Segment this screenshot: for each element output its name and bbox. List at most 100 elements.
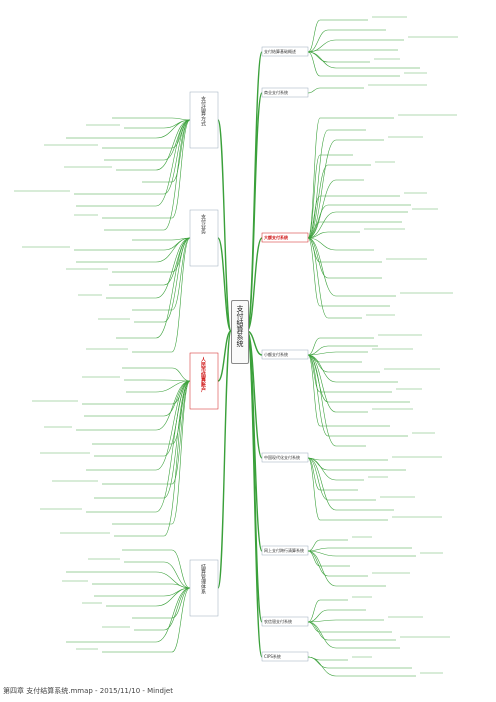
- subtopic-connector: [155, 119, 191, 139]
- subtopic-connector: [307, 139, 337, 239]
- subtopic-connector: [307, 621, 321, 633]
- branch-right-label[interactable]: 小额支付系统: [264, 352, 288, 357]
- subtopic-connector: [307, 457, 321, 491]
- subtopic-connector: [307, 154, 321, 239]
- subtopic-connector: [307, 550, 337, 587]
- subtopic-connector: [307, 550, 337, 557]
- subtopic-connector: [155, 380, 191, 471]
- branch-right-label[interactable]: 网上支付跨行清算系统: [264, 548, 304, 553]
- subtopic-connector: [307, 354, 321, 393]
- subtopic-connector: [171, 367, 191, 382]
- subtopic-connector: [163, 587, 191, 631]
- subtopic-connector: [155, 587, 191, 643]
- topic-box[interactable]: [261, 616, 309, 627]
- subtopic-connector: [307, 351, 337, 356]
- subtopic-connector: [307, 354, 321, 427]
- subtopic-connector: [171, 587, 191, 619]
- subtopic-connector: [171, 380, 191, 525]
- topic-box[interactable]: [261, 232, 309, 243]
- subtopic-connector: [307, 211, 337, 239]
- subtopic-connector: [307, 599, 321, 623]
- subtopic-connector: [307, 237, 321, 307]
- subtopic-connector: [307, 457, 321, 521]
- subtopic-connector: [155, 380, 191, 431]
- subtopic-connector: [307, 237, 337, 251]
- subtopic-connector: [163, 119, 191, 195]
- topic-box[interactable]: [261, 46, 309, 57]
- branch-connector-right: [246, 237, 263, 332]
- subtopic-connector: [307, 29, 329, 53]
- subtopic-connector: [307, 550, 329, 577]
- branch-connector-left: [217, 237, 232, 332]
- footer-file-info: 第四章 支付结算系统.mmap - 2015/11/10 - Mindjet: [3, 687, 173, 695]
- branch-left-label[interactable]: 人民币结算账户: [200, 357, 206, 392]
- central-topic[interactable]: 支付结算系统: [231, 300, 249, 364]
- subtopic-connector: [307, 656, 337, 677]
- branch-connector-right: [246, 92, 263, 332]
- subtopic-connector: [155, 571, 191, 589]
- subtopic-connector: [307, 237, 337, 297]
- subtopic-connector: [171, 117, 191, 121]
- subtopic-connector: [307, 656, 329, 669]
- subtopic-connector: [155, 119, 191, 207]
- subtopic-connector: [307, 354, 337, 383]
- subtopic-connector: [163, 561, 191, 589]
- branch-connector-left: [217, 330, 232, 589]
- subtopic-connector: [163, 119, 191, 161]
- subtopic-connector: [163, 380, 191, 499]
- subtopic-connector: [155, 119, 191, 171]
- topic-box[interactable]: [261, 87, 309, 98]
- subtopic-connector: [307, 337, 321, 356]
- topic-box[interactable]: [261, 349, 309, 360]
- central-topic-label: 支付结算系统: [236, 305, 244, 347]
- subtopic-connector: [163, 119, 191, 231]
- subtopic-connector: [307, 237, 329, 319]
- topic-box[interactable]: [261, 651, 309, 662]
- subtopic-connector: [307, 354, 337, 413]
- subtopic-connector: [171, 237, 191, 353]
- branch-left-label[interactable]: 结算管理体系: [200, 564, 206, 594]
- branch-right-label[interactable]: 商业支付系统: [264, 90, 288, 95]
- subtopic-connector: [307, 619, 337, 623]
- subtopic-connector: [171, 549, 191, 589]
- subtopic-connector: [171, 237, 191, 311]
- subtopic-connector: [155, 380, 191, 513]
- branch-right-label[interactable]: CIPS系统: [264, 654, 281, 659]
- subtopic-connector: [307, 354, 329, 437]
- subtopic-connector: [171, 380, 191, 485]
- subtopic-connector: [307, 19, 321, 53]
- subtopic-connector: [307, 354, 337, 447]
- subtopic-connector: [307, 621, 337, 649]
- subtopic-connector: [307, 457, 337, 511]
- subtopic-connector: [307, 609, 329, 623]
- subtopic-connector: [163, 380, 191, 537]
- branch-left-label[interactable]: 支付业务: [200, 214, 206, 234]
- subtopic-connector: [307, 345, 329, 356]
- subtopic-connector: [171, 119, 191, 219]
- branch-connector-left: [217, 330, 232, 382]
- subtopic-connector: [307, 221, 321, 239]
- branch-right-label[interactable]: 中国现代化支付系统: [264, 455, 300, 460]
- branch-left-label[interactable]: 支付结算方式: [200, 96, 206, 126]
- subtopic-connector: [307, 51, 337, 69]
- subtopic-connector: [155, 380, 191, 393]
- subtopic-connector: [307, 621, 329, 641]
- subtopic-connector: [155, 237, 191, 299]
- subtopic-connector: [307, 87, 321, 94]
- subtopic-connector: [171, 587, 191, 653]
- subtopic-connector: [155, 587, 191, 607]
- subtopic-connector: [155, 237, 191, 263]
- topic-box[interactable]: [261, 452, 309, 463]
- subtopic-connector: [171, 237, 191, 273]
- subtopic-connector: [155, 237, 191, 339]
- topic-box[interactable]: [261, 545, 309, 556]
- branch-connector-right: [246, 330, 263, 658]
- branch-right-label[interactable]: 支付结算基础概述: [264, 49, 296, 54]
- branch-connector-left: [217, 119, 232, 332]
- subtopic-connector: [163, 379, 191, 382]
- subtopic-connector: [307, 51, 329, 63]
- branch-right-label[interactable]: 大额支付系统: [264, 235, 288, 240]
- branch-right-label[interactable]: 农信银支付系统: [264, 619, 292, 624]
- subtopic-connector: [307, 51, 321, 77]
